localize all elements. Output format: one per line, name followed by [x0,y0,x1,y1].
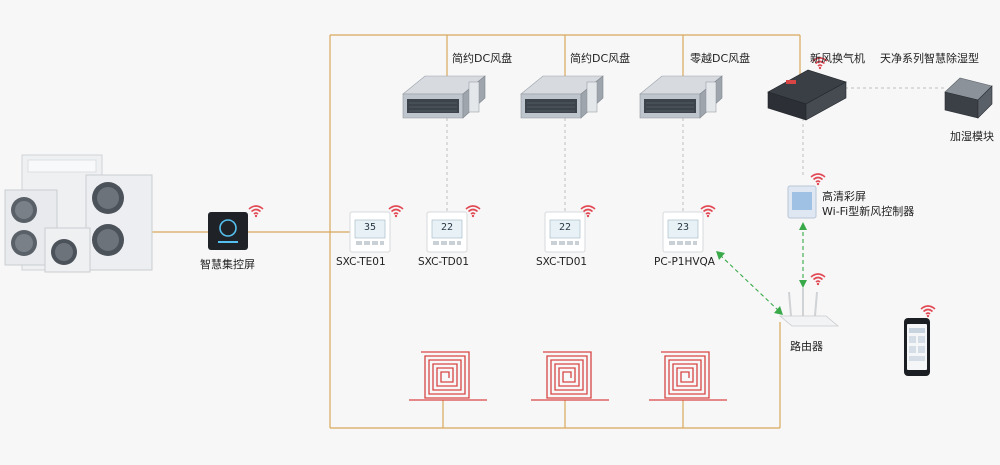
thermostat-1-label: SXC-TE01 [336,256,386,268]
wifi-icon [810,273,826,287]
arrow-head [799,222,807,230]
wifi-icon [465,205,481,218]
fan-coil-1-label: 简约DC风盘 [452,52,513,65]
arrow-head [799,280,807,288]
humidifier-module-label: 加湿模块 [950,130,994,143]
fan-coil-2-label: 简约DC风盘 [570,52,631,65]
thermostat-3-display: 22 [559,222,571,233]
floor-heating-coil-icon [648,351,728,401]
control-screen-label: 智慧集控屏 [200,258,255,271]
outdoor-unit-icon [4,154,153,273]
wifi-icon [248,205,264,218]
floor-heating-coil-icon [530,351,610,401]
control-links [446,87,945,212]
wifi-icon [810,173,826,186]
smartphone-icon [904,318,930,376]
arrow-head [716,251,725,260]
hd-screen-label-2: Wi-Fi型新风控制器 [822,205,915,218]
thermostat-3-label: SXC-TD01 [536,256,588,268]
dehumidifier-label: 天净系列智慧除湿型 [880,52,979,65]
router-icon [778,288,840,327]
refrigerant-pipe [150,34,801,429]
thermostat-2-label: SXC-TD01 [418,256,470,268]
thermostat-4-label: PC-P1HVQA [654,256,715,268]
fan-coil-3-label: 零越DC风盘 [690,52,751,65]
hd-screen-icon [787,185,817,219]
ducted-fan-coil-icon [520,75,604,119]
ducted-fan-coil-icon [402,75,486,119]
hd-screen-label-1: 高清彩屏 [822,190,866,203]
wifi-links [719,225,804,313]
thermostat-4-display: 23 [677,222,689,233]
fresh-air-unit-icon [767,69,847,121]
touch-panel-icon [208,212,248,250]
router-label: 路由器 [790,340,823,353]
ducted-fan-coil-icon [639,75,723,119]
floor-heating-coil-icon [408,351,488,401]
wifi-icon [388,205,404,218]
humidifier-module-icon [944,77,993,119]
fresh-air-unit-label: 新风换气机 [810,52,865,65]
arrow-head [774,306,783,315]
wifi-icon [920,305,936,319]
thermostat-2-display: 22 [441,222,453,233]
thermostat-1-display: 35 [364,222,376,233]
